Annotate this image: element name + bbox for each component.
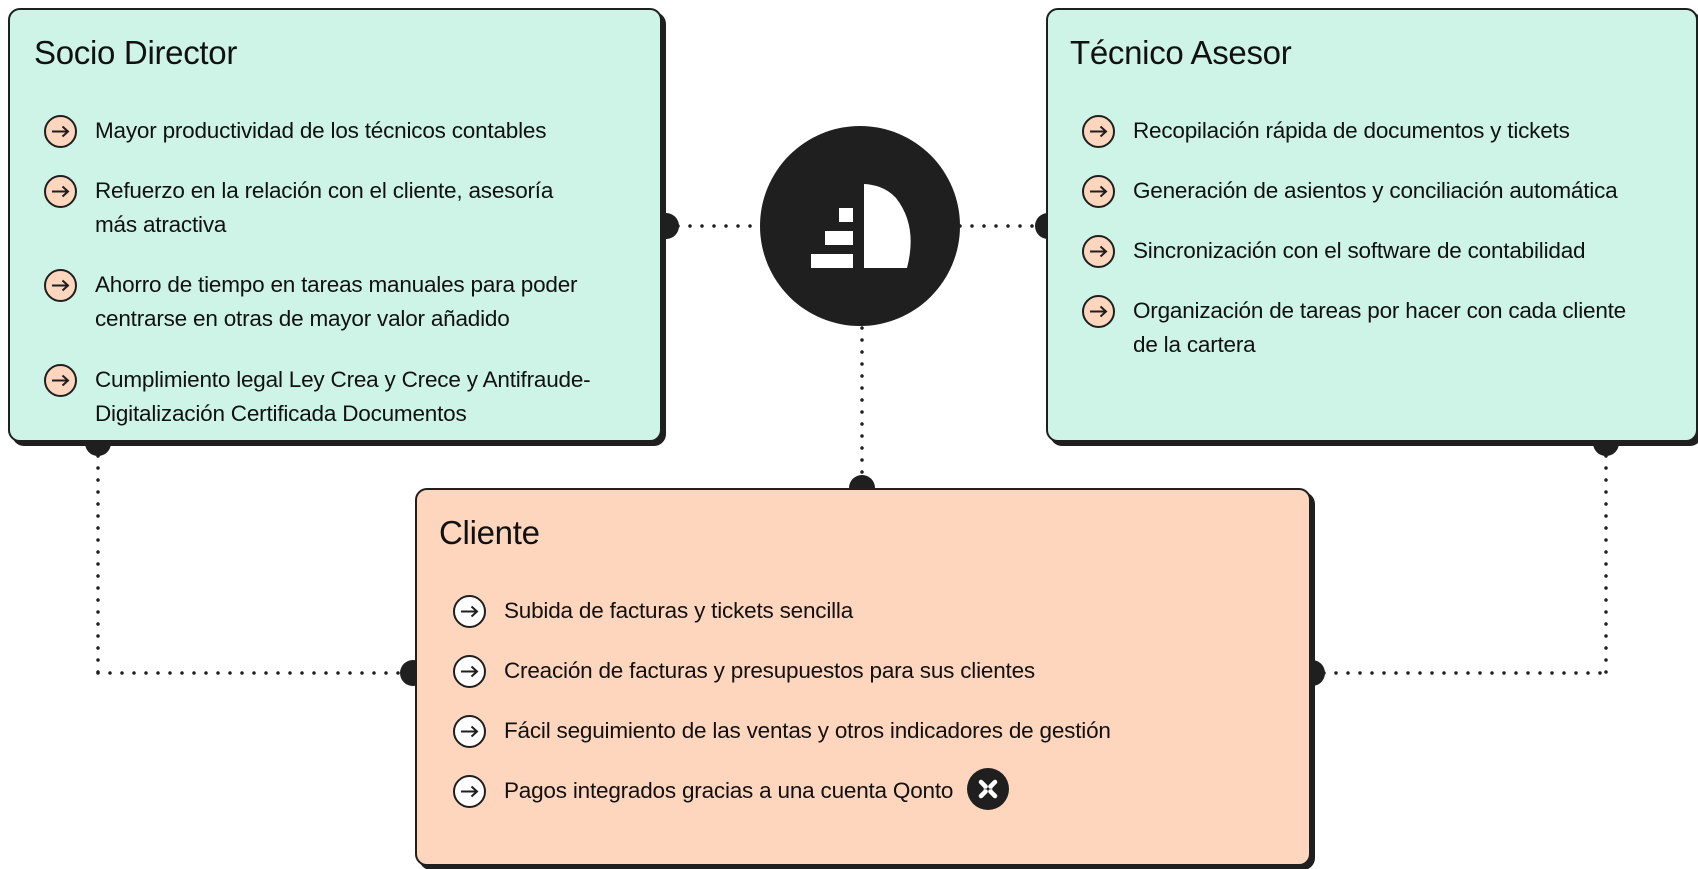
tecnico-item-label: Organización de tareas por hacer con cad… [1133, 298, 1627, 357]
tecnico-asesor-card: Técnico Asesor Recopilación rápida de do… [1046, 8, 1698, 442]
cliente-item: Creación de facturas y presupuestos para… [453, 655, 1035, 688]
socio-director-card: Socio Director Mayor productividad de lo… [8, 8, 662, 442]
arrow-right-circle-icon [44, 364, 77, 397]
arrow-right-circle-icon [453, 775, 486, 808]
tecnico-item-label: Sincronización con el software de contab… [1133, 238, 1586, 263]
cliente-item-label: Fácil seguimiento de las ventas y otros … [504, 718, 1111, 743]
socio-item-label: Cumplimiento legal Ley Crea y Crece y An… [95, 367, 591, 426]
socio-item: Cumplimiento legal Ley Crea y Crece y An… [44, 364, 591, 431]
tecnico-item: Organización de tareas por hacer con cad… [1082, 295, 1627, 362]
tecnico-item-label: Generación de asientos y conciliación au… [1133, 178, 1618, 203]
logo-bar-bottom [811, 254, 853, 268]
arrow-right-circle-icon [1082, 235, 1115, 268]
arrow-right-circle-icon [1082, 115, 1115, 148]
qonto-logo-icon [967, 768, 1010, 811]
socio-item-label: Mayor productividad de los técnicos cont… [95, 118, 547, 143]
cliente-item: Pagos integrados gracias a una cuenta Qo… [453, 768, 1010, 811]
arrow-right-circle-icon [453, 715, 486, 748]
cliente-item-label: Pagos integrados gracias a una cuenta Qo… [504, 768, 1010, 811]
logo-bar-top [839, 208, 853, 222]
socio-item: Mayor productividad de los técnicos cont… [44, 115, 547, 148]
tecnico-item-label: Recopilación rápida de documentos y tick… [1133, 118, 1570, 143]
arrow-right-circle-icon [453, 655, 486, 688]
cliente-item: Fácil seguimiento de las ventas y otros … [453, 715, 1111, 748]
socio-item-label: Refuerzo en la relación con el cliente, … [95, 178, 554, 237]
cliente-item-label: Creación de facturas y presupuestos para… [504, 658, 1035, 683]
cliente-title: Cliente [439, 514, 540, 551]
arrow-right-circle-icon [44, 269, 77, 302]
socio-item-label: Ahorro de tiempo en tareas manuales para… [95, 272, 578, 331]
arrow-right-circle-icon [44, 175, 77, 208]
cliente-item: Subida de facturas y tickets sencilla [453, 595, 854, 628]
tecnico-item: Sincronización con el software de contab… [1082, 235, 1586, 268]
logo-sail [864, 184, 911, 268]
logo-bar-middle [825, 231, 853, 245]
arrow-right-circle-icon [44, 115, 77, 148]
arrow-right-circle-icon [453, 595, 486, 628]
socio-item: Refuerzo en la relación con el cliente, … [44, 175, 554, 242]
arrow-right-circle-icon [1082, 295, 1115, 328]
tecnico-asesor-title: Técnico Asesor [1070, 34, 1292, 71]
cliente-item-label: Subida de facturas y tickets sencilla [504, 598, 854, 623]
socio-item: Ahorro de tiempo en tareas manuales para… [44, 269, 578, 336]
cliente-card: Cliente Subida de facturas y tickets sen… [415, 488, 1311, 866]
tecnico-item: Generación de asientos y conciliación au… [1082, 175, 1618, 208]
socio-director-title: Socio Director [34, 34, 238, 71]
arrow-right-circle-icon [1082, 175, 1115, 208]
brand-logo-icon [760, 126, 960, 326]
tecnico-item: Recopilación rápida de documentos y tick… [1082, 115, 1570, 148]
